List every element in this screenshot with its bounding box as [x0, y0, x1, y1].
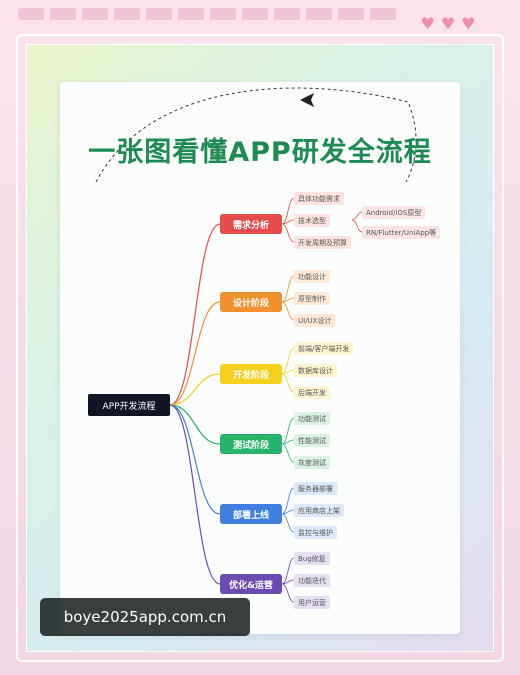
task-connector [281, 297, 295, 303]
option-connector [351, 211, 363, 221]
task-node: 具体功能需求 [294, 192, 344, 205]
task-connector [281, 301, 295, 321]
task-connector [281, 487, 295, 515]
task-connector [281, 223, 295, 243]
task-node: 性能测试 [294, 434, 330, 447]
stage-connector [169, 223, 221, 406]
task-connector [281, 443, 295, 463]
stage-connector [169, 404, 221, 585]
task-connector [281, 197, 295, 225]
task-connector [281, 373, 295, 393]
stage-connector [169, 404, 221, 515]
task-node: 功能迭代 [294, 574, 330, 587]
hearts-decoration: ♥ ♥ ♥ [406, 12, 490, 36]
stage-node: 开发阶段 [220, 364, 282, 384]
task-connector [281, 219, 295, 225]
task-connector [281, 369, 295, 375]
task-node: 前端/客户端开发 [294, 342, 354, 355]
tech-option-node: RN/Flutter/UniApp等 [362, 226, 441, 239]
task-connector [281, 557, 295, 585]
mindmap-card [60, 82, 460, 634]
heart-icon: ♥ [440, 14, 456, 33]
task-node: 功能测试 [294, 412, 330, 425]
task-node: 灰度测试 [294, 456, 330, 469]
stage-connector [169, 301, 221, 406]
task-node: UI/UX设计 [294, 314, 336, 327]
stage-node: 优化&运营 [220, 574, 282, 594]
task-connector [281, 583, 295, 603]
heart-icon: ♥ [461, 14, 476, 33]
option-connector [351, 219, 363, 233]
task-connector [281, 439, 295, 445]
heart-icon: ♥ [420, 14, 435, 33]
task-node: 技术选型 [294, 214, 330, 227]
task-node: 用户运营 [294, 596, 330, 609]
root-node: APP开发流程 [88, 394, 170, 416]
task-node: 开发周期及预算 [294, 236, 351, 249]
task-connector [281, 417, 295, 445]
task-connector [281, 579, 295, 585]
outer-frame [16, 34, 504, 662]
watermark: boye2025app.com.cn [40, 598, 250, 636]
tech-option-node: Android/iOS原型 [362, 206, 426, 219]
task-connector [281, 275, 295, 303]
task-connector [281, 347, 295, 375]
task-node: 数据库设计 [294, 364, 337, 377]
stage-connector [169, 404, 221, 445]
task-node: 后端开发 [294, 386, 330, 399]
task-connector [281, 513, 295, 533]
stage-node: 测试阶段 [220, 434, 282, 454]
task-node: 功能设计 [294, 270, 330, 283]
stage-connector [169, 373, 221, 406]
page-title: 一张图看懂APP研发全流程 [88, 137, 432, 168]
task-connector [281, 509, 295, 515]
task-node: 应用商店上架 [294, 504, 344, 517]
task-node: 服务器部署 [294, 482, 337, 495]
task-node: Bug修复 [294, 552, 330, 565]
top-decoration-bar [18, 8, 398, 20]
decorative-arc [95, 87, 417, 183]
stage-node: 需求分析 [220, 214, 282, 234]
stage-node: 部署上线 [220, 504, 282, 524]
stage-node: 设计阶段 [220, 292, 282, 312]
task-node: 原型制作 [294, 292, 330, 305]
task-node: 监控与维护 [294, 526, 337, 539]
arrow-icon [300, 93, 314, 107]
